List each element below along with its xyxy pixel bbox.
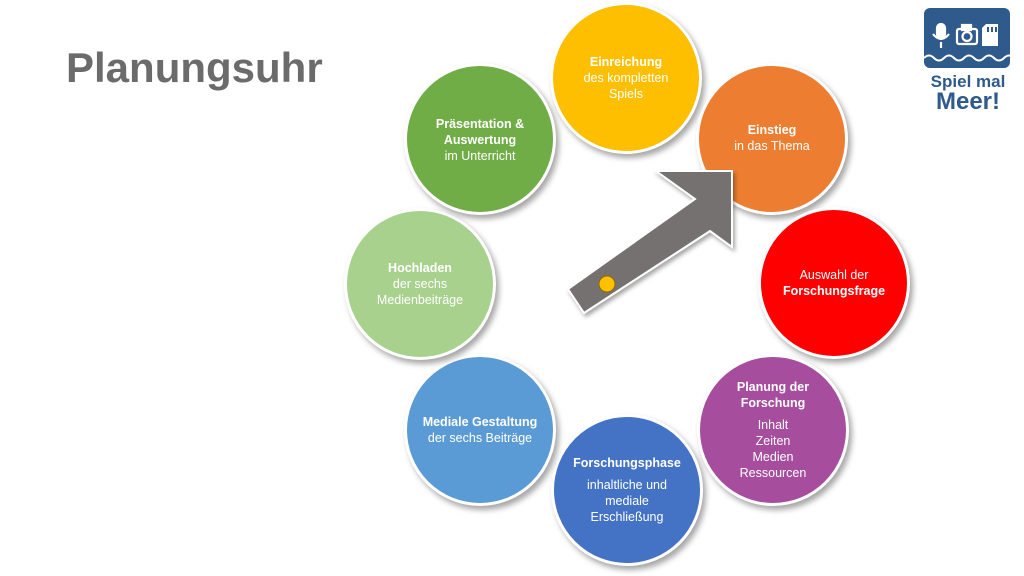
step-planung-line-1: Inhalt [757,418,789,432]
step-auswahl-line-top: Auswahl der [799,268,869,282]
step-forschungsphase-line-2: mediale [605,494,649,508]
step-mediale-line-1: der sechs Beiträge [427,431,533,445]
step-forschungsphase-line-3: Erschließung [590,510,664,524]
step-einstieg-heading: Einstieg [747,123,797,137]
step-einreichung: Einreichung des kompletten Spiels [550,2,702,154]
step-auswahl-heading: Forschungsfrage [782,284,886,298]
step-auswahl: Auswahl der Forschungsfrage [758,207,910,359]
step-planung: Planung der Forschung Inhalt Zeiten Medi… [697,354,849,506]
logo-badge [923,8,1015,68]
logo: Spiel mal Meer! [923,8,1015,115]
step-hochladen-line-1: der sechs [392,277,448,291]
step-mediale: Mediale Gestaltung der sechs Beiträge [404,354,556,506]
sd-card-icon [982,24,998,46]
camera-icon [955,23,979,46]
step-hochladen: Hochladen der sechs Medienbeiträge [344,208,496,360]
step-einreichung-heading: Einreichung [589,55,663,69]
step-hochladen-line-2: Medienbeiträge [376,293,464,307]
step-einreichung-line-1: des kompletten [583,71,669,85]
step-einstieg-line-1: in das Thema [734,139,810,153]
step-praesentation-heading: Präsentation & Auswertung [435,117,525,147]
arrow-pivot-dot [598,275,616,293]
step-einreichung-line-2: Spiels [608,87,644,101]
page-title: Planungsuhr [66,44,323,91]
clock-hand-arrow [566,170,733,315]
step-planung-line-3: Medien [752,450,794,464]
logo-line-1: Spiel mal [930,72,1006,91]
step-forschungsphase-heading: Forschungsphase [573,456,681,470]
step-forschungsphase: Forschungsphase inhaltliche und mediale … [551,414,703,566]
step-praesentation-line-1: im Unterricht [444,149,516,163]
step-planung-line-4: Ressourcen [739,466,807,480]
step-mediale-heading: Mediale Gestaltung [422,415,538,429]
step-forschungsphase-line-1: inhaltliche und [587,478,667,492]
step-planung-heading: Planung der Forschung [736,380,810,410]
step-hochladen-heading: Hochladen [388,261,452,275]
logo-line-2: Meer! [935,88,1001,115]
step-planung-line-2: Zeiten [755,434,791,448]
microphone-icon [932,22,950,48]
arrow-shape [566,170,733,315]
step-praesentation: Präsentation & Auswertung im Unterricht [404,63,556,215]
